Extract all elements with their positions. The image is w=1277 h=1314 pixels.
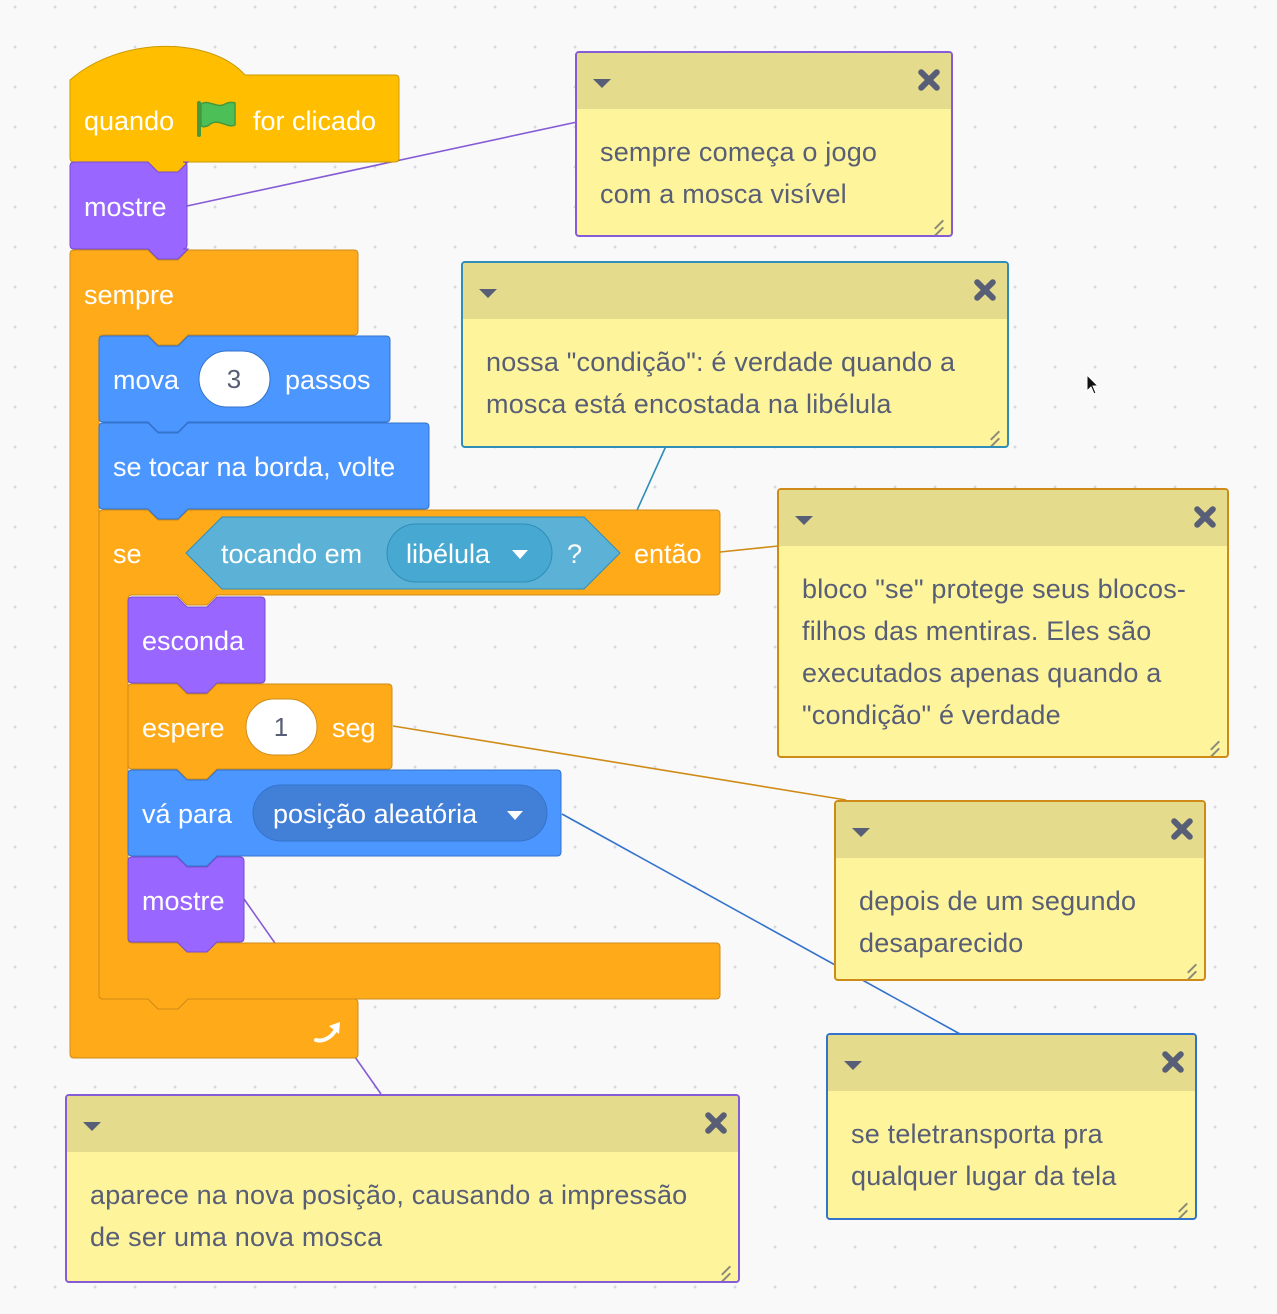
touching-block[interactable]: tocando em libélula ? xyxy=(185,516,621,590)
wait-label-1: espere xyxy=(142,713,225,743)
comment-if[interactable]: bloco "se" protege seus blocos-filhos da… xyxy=(777,488,1229,758)
go-to-block[interactable]: vá para posição aleatória xyxy=(127,769,562,867)
move-steps-input[interactable]: 3 xyxy=(198,350,271,408)
hide-block[interactable]: esconda xyxy=(127,596,266,694)
comment-show[interactable]: sempre começa o jogo com a mosca visível xyxy=(575,51,953,237)
go-to-label: vá para xyxy=(142,799,233,829)
resize-handle-icon[interactable] xyxy=(1204,733,1222,751)
close-icon[interactable] xyxy=(1169,816,1195,842)
close-icon[interactable] xyxy=(916,67,942,93)
comment-text[interactable]: nossa "condição": é verdade quando a mos… xyxy=(486,347,956,419)
collapse-arrow-icon[interactable] xyxy=(795,516,813,525)
connector-goto xyxy=(561,813,961,1035)
touching-target-dropdown[interactable]: libélula xyxy=(386,523,553,583)
wait-block[interactable]: espere 1 seg xyxy=(127,683,393,780)
connector-wait xyxy=(392,725,847,801)
comment-header[interactable] xyxy=(67,1096,738,1152)
collapse-arrow-icon[interactable] xyxy=(852,828,870,837)
comment-show2[interactable]: aparece na nova posição, causando a impr… xyxy=(65,1094,740,1283)
dropdown-arrow-icon xyxy=(512,550,528,559)
comment-wait[interactable]: depois de um segundo desaparecido xyxy=(834,800,1206,981)
hat-label-1: quando xyxy=(84,106,174,136)
go-to-target-dropdown[interactable]: posição aleatória xyxy=(252,784,548,842)
resize-handle-icon[interactable] xyxy=(1172,1195,1190,1213)
comment-header[interactable] xyxy=(828,1035,1195,1091)
wait-label-2: seg xyxy=(332,713,376,743)
comment-text[interactable]: depois de um segundo desaparecido xyxy=(859,886,1137,958)
then-label: então xyxy=(634,539,702,569)
move-label-1: mova xyxy=(113,365,180,395)
resize-handle-icon[interactable] xyxy=(928,212,946,230)
connector-if xyxy=(719,545,779,553)
bounce-label: se tocar na borda, volte xyxy=(113,452,395,482)
close-icon[interactable] xyxy=(703,1110,729,1136)
dropdown-arrow-icon xyxy=(507,811,523,820)
forever-label: sempre xyxy=(84,280,174,310)
wait-seconds-input[interactable]: 1 xyxy=(245,698,318,756)
comment-text[interactable]: se teletransporta pra qualquer lugar da … xyxy=(851,1119,1117,1191)
comment-text[interactable]: aparece na nova posição, causando a impr… xyxy=(90,1180,688,1252)
collapse-arrow-icon[interactable] xyxy=(479,289,497,298)
comment-text[interactable]: bloco "se" protege seus blocos-filhos da… xyxy=(802,574,1187,730)
resize-handle-icon[interactable] xyxy=(715,1258,733,1276)
move-steps-block[interactable]: mova 3 passos xyxy=(98,335,391,433)
comment-header[interactable] xyxy=(463,263,1007,319)
wait-seconds-value: 1 xyxy=(274,712,288,742)
comment-header[interactable] xyxy=(779,490,1227,546)
resize-handle-icon[interactable] xyxy=(984,423,1002,441)
green-flag-icon xyxy=(197,101,236,137)
touching-question: ? xyxy=(567,539,582,569)
collapse-arrow-icon[interactable] xyxy=(83,1122,101,1131)
close-icon[interactable] xyxy=(972,277,998,303)
collapse-arrow-icon[interactable] xyxy=(844,1061,862,1070)
show-label-2: mostre xyxy=(142,886,225,916)
move-steps-value: 3 xyxy=(227,364,241,394)
hide-label: esconda xyxy=(142,626,245,656)
show-block-2[interactable]: mostre xyxy=(127,856,245,953)
close-icon[interactable] xyxy=(1160,1049,1186,1075)
move-label-2: passos xyxy=(285,365,371,395)
when-flag-clicked-block[interactable]: quando for clicado xyxy=(69,45,400,173)
comment-goto[interactable]: se teletransporta pra qualquer lugar da … xyxy=(826,1033,1197,1220)
bounce-on-edge-block[interactable]: se tocar na borda, volte xyxy=(98,422,430,520)
show-block[interactable]: mostre xyxy=(69,161,190,260)
resize-handle-icon[interactable] xyxy=(1181,956,1199,974)
if-label: se xyxy=(113,539,142,569)
go-to-target-value: posição aleatória xyxy=(273,799,478,829)
connector-show xyxy=(186,121,578,207)
close-icon[interactable] xyxy=(1192,504,1218,530)
comment-header[interactable] xyxy=(577,53,951,109)
hat-label-2: for clicado xyxy=(253,106,376,136)
collapse-arrow-icon[interactable] xyxy=(593,79,611,88)
touching-target-value: libélula xyxy=(406,539,491,569)
loop-arrow-icon xyxy=(314,1022,340,1043)
comment-condition[interactable]: nossa "condição": é verdade quando a mos… xyxy=(461,261,1009,448)
show-label: mostre xyxy=(84,192,167,222)
comment-header[interactable] xyxy=(836,802,1204,858)
comment-text[interactable]: sempre começa o jogo com a mosca visível xyxy=(600,137,878,209)
touching-label: tocando em xyxy=(221,539,362,569)
if-block[interactable]: se então xyxy=(98,509,721,1010)
mouse-cursor-icon xyxy=(1086,374,1100,395)
